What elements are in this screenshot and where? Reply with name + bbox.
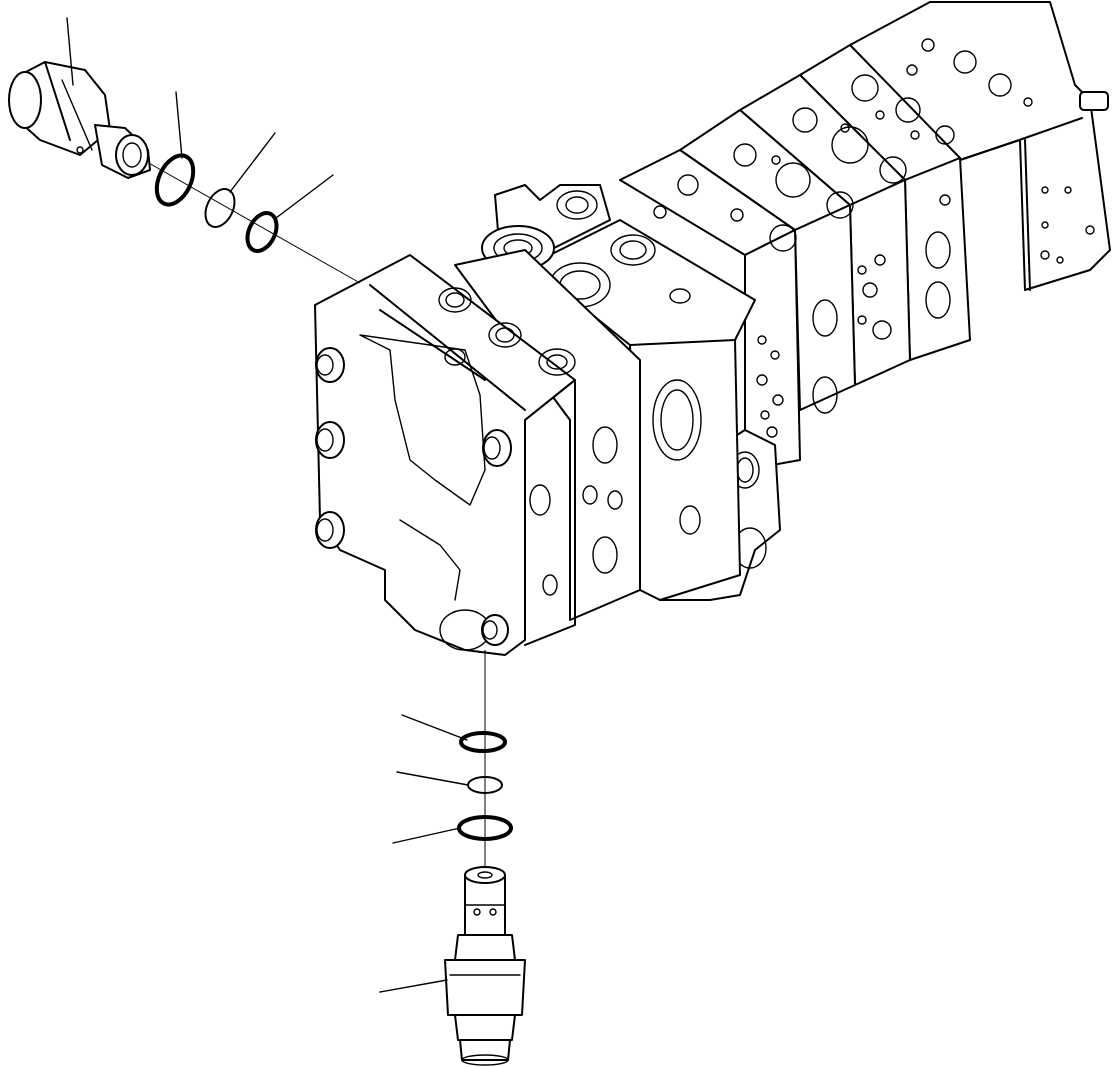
leader-backup-ring-bottom [396,771,469,786]
section-plate [454,249,641,621]
cover-bolts [315,347,512,646]
leader-valve-bottom [379,979,448,993]
leader-oring-small-top [275,174,334,219]
top-backup-ring [204,188,236,228]
valve-sections [619,44,971,471]
bolt [315,421,345,459]
leader-oring-small-bottom [392,827,461,844]
top-oring-large [154,153,196,207]
leader-backup-ring-top [229,132,276,193]
leader-oring-large-top [175,91,183,159]
bottom-relief-valve [444,866,526,1066]
front-end-cover [314,254,576,656]
leader-oring-large-bottom [401,714,468,741]
control-valve-body [314,1,1111,656]
end-cap-stud [1079,91,1109,111]
callout-leaders [66,17,469,993]
leader-valve-top [66,17,74,86]
top-oring-small [245,211,279,253]
bolt [315,347,345,383]
top-assembly-axis [139,157,361,284]
bolt [482,429,512,467]
bolt [481,614,509,646]
bottom-oring-large [459,731,507,753]
bolt [315,511,345,549]
top-relief-valve [8,61,151,179]
rear-end-cap [849,1,1111,291]
